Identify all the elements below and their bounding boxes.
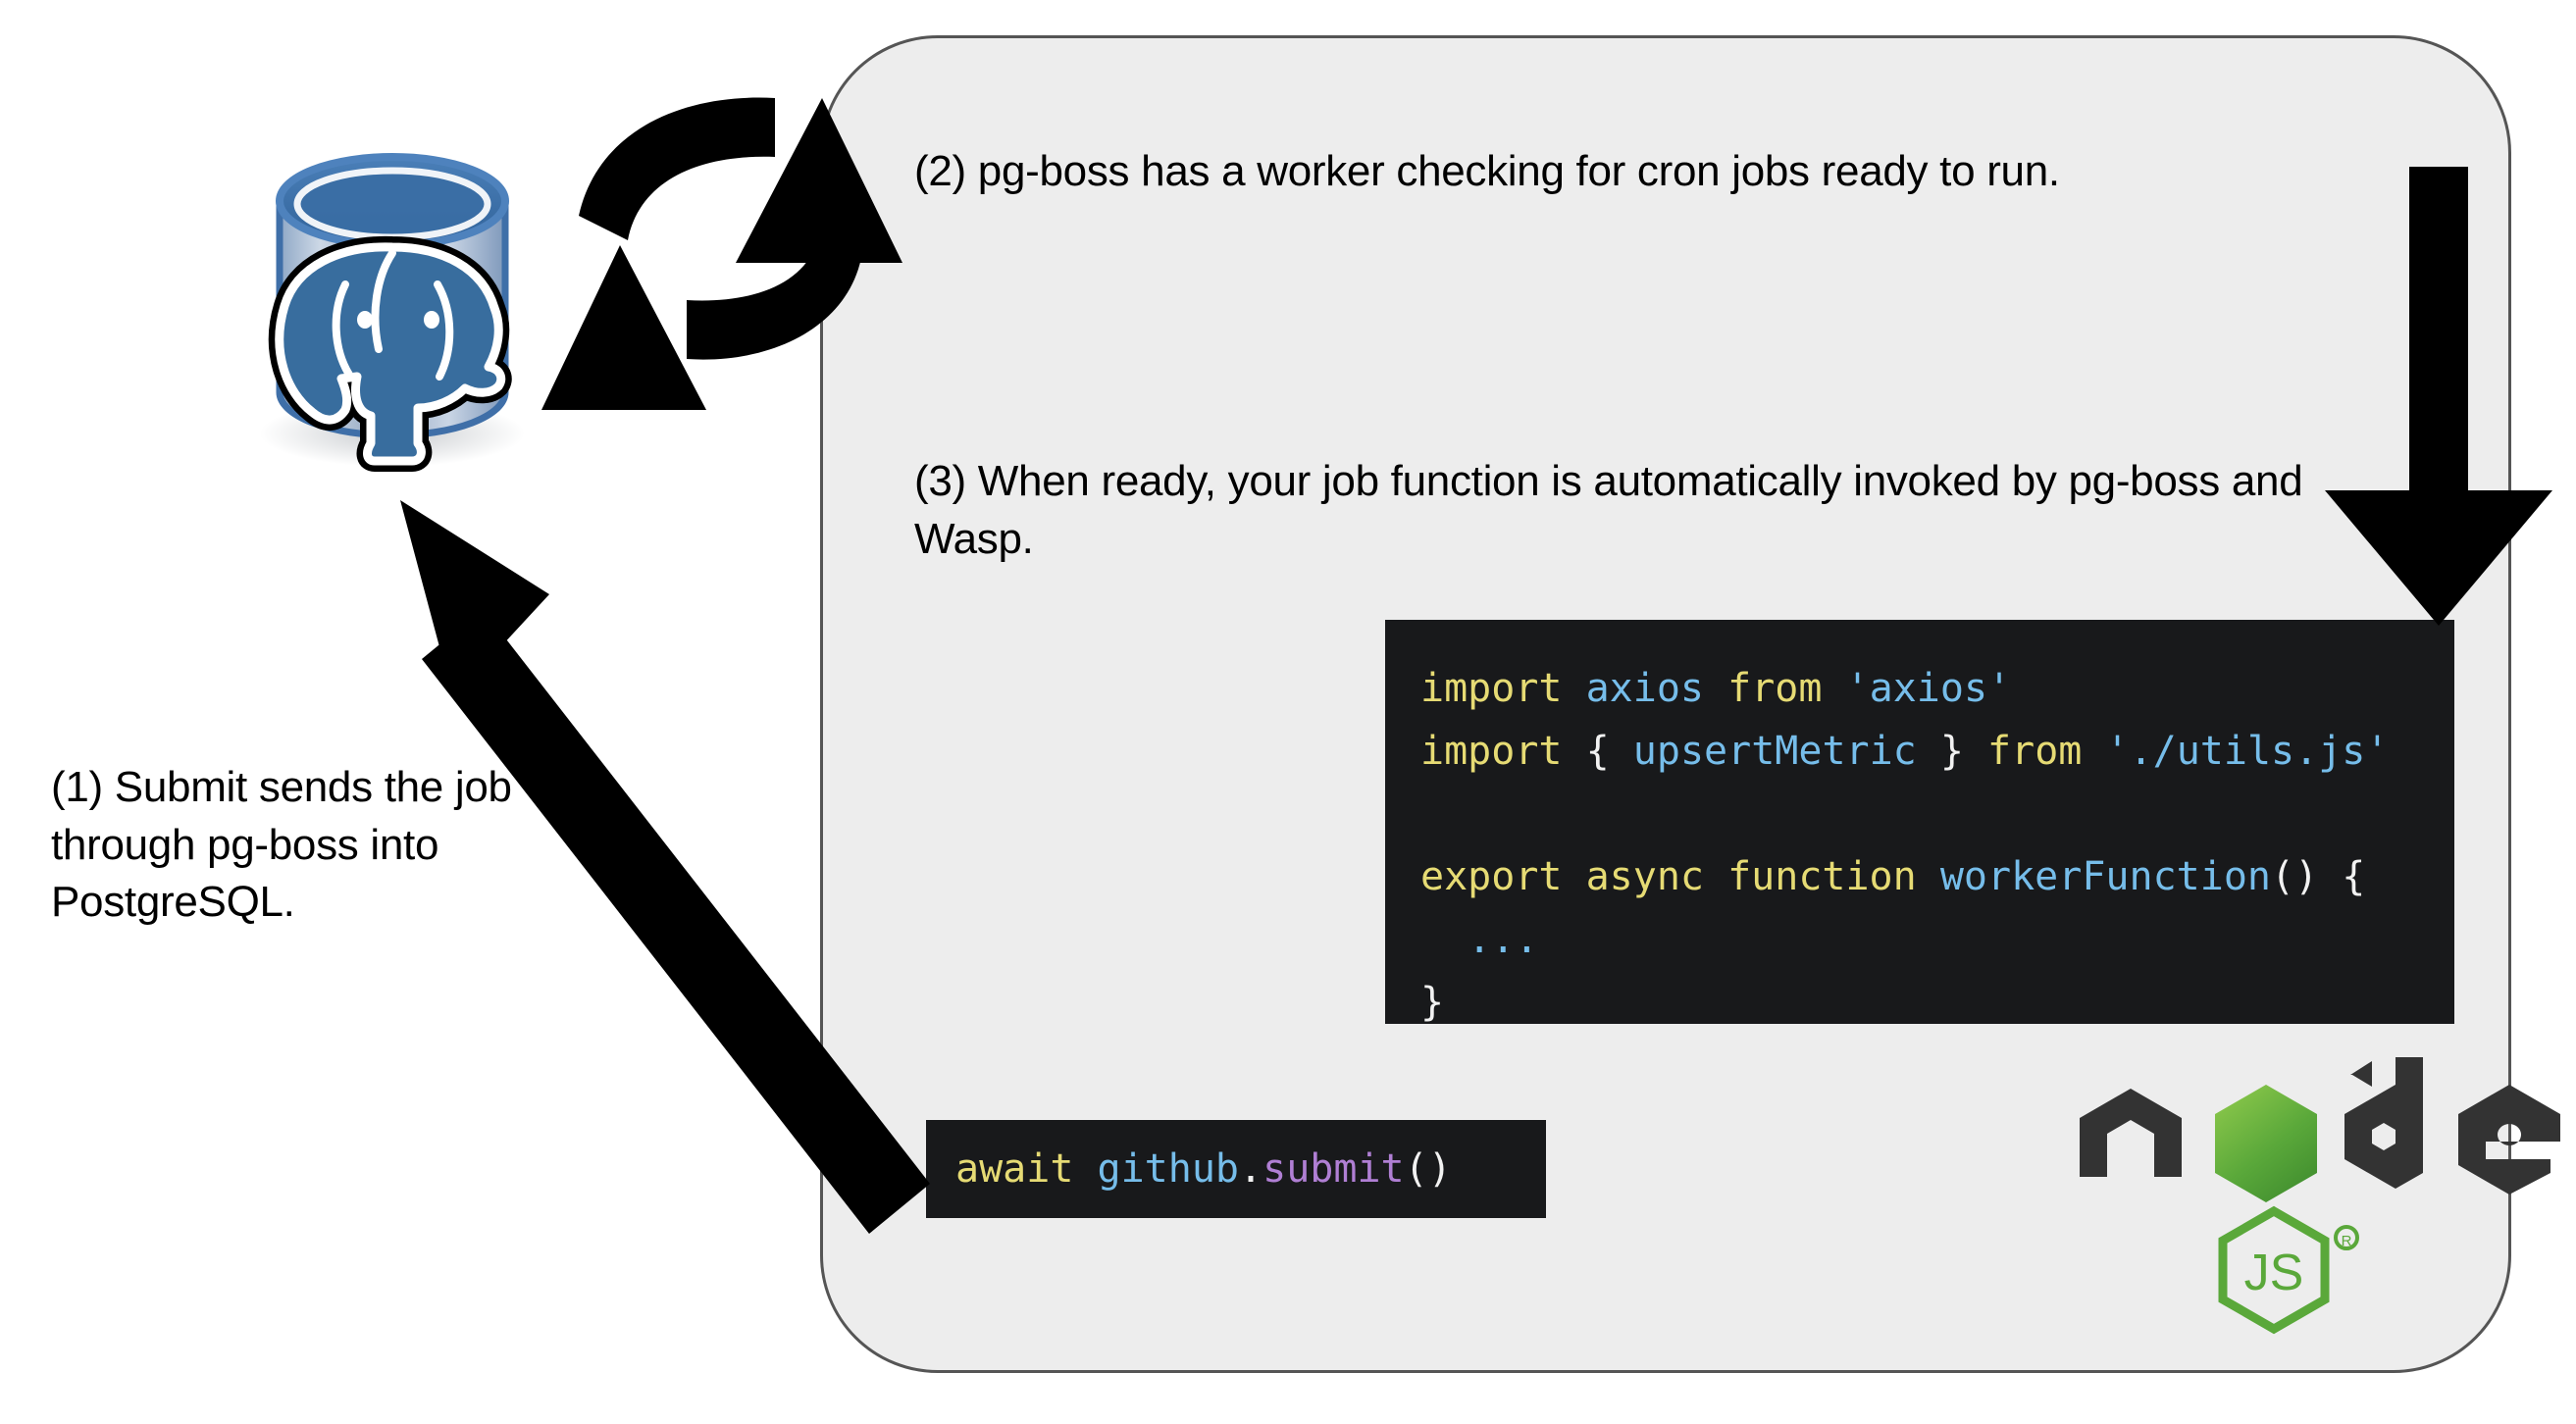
- database-cylinder-top: [276, 153, 509, 249]
- worker-function-code-block: import axios from 'axios' import { upser…: [1385, 620, 2454, 1025]
- submit-call-code-block: await github.submit(): [926, 1120, 1546, 1218]
- code-line: import axios from 'axios' import { upser…: [1420, 666, 2390, 1025]
- database-cylinder-rim: [293, 167, 491, 241]
- callout-step-3: (3) When ready, your job function is aut…: [914, 457, 2303, 563]
- callout-step-2: (2) pg-boss has a worker checking for cr…: [914, 147, 2060, 195]
- elephant-icon: [268, 235, 512, 472]
- code-line: await github.submit(): [955, 1146, 1452, 1192]
- postgres-logo-shadow: [260, 400, 525, 467]
- database-cylinder-body: [276, 197, 509, 439]
- callout-step-1: (1) Submit sends the job through pg-boss…: [51, 763, 512, 927]
